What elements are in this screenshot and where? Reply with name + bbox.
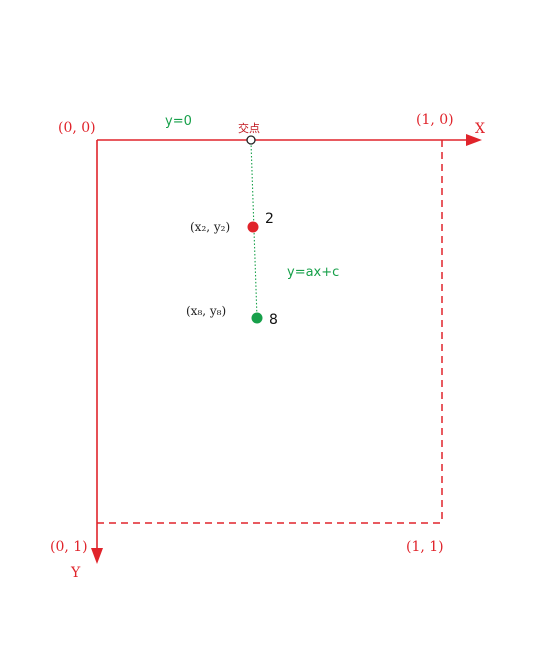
fit-line-equation-label: y=ax+c: [287, 265, 339, 280]
intersection-label: 交点: [238, 121, 260, 135]
top-right-label: (1, 0): [416, 112, 454, 128]
point-8-coord-label: (x₈, y₈): [186, 304, 226, 318]
x-axis-arrowhead: [466, 134, 482, 146]
intersection-point: [246, 135, 256, 145]
point-2-index-label: 2: [265, 211, 274, 227]
x-axis-label: X: [475, 121, 485, 137]
line-y0-label: y=0: [165, 114, 192, 129]
origin-label: (0, 0): [58, 120, 96, 136]
bottom-right-label: (1, 1): [406, 539, 444, 555]
y-axis-arrowhead: [91, 548, 103, 564]
point-2-coord-label: (x₂, y₂): [190, 220, 230, 234]
point-8-dot: [251, 312, 263, 324]
y-axis-label: Y: [70, 565, 81, 581]
point-8-index-label: 8: [269, 312, 278, 328]
point-2-dot: [247, 221, 259, 233]
bottom-left-label: (0, 1): [50, 539, 88, 555]
